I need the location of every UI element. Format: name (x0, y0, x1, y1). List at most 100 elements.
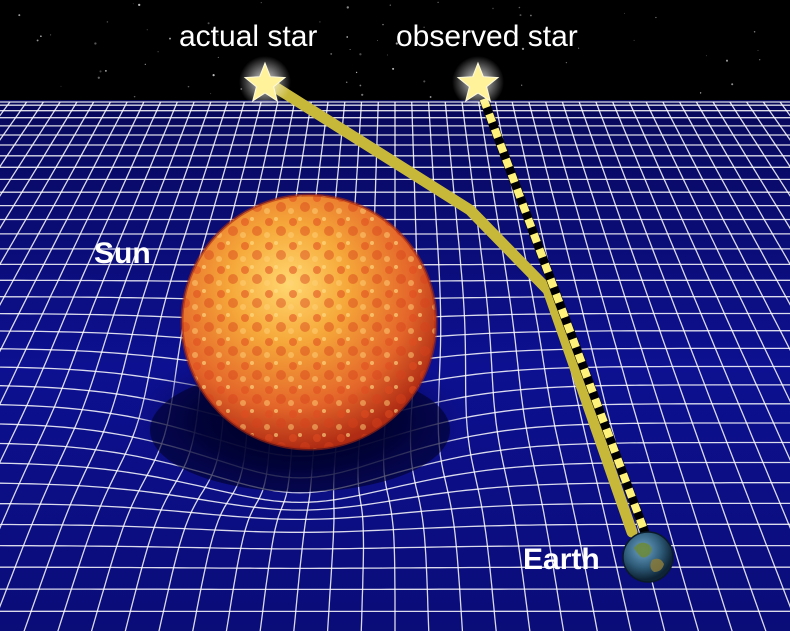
grid-line (645, 101, 790, 403)
background-star (731, 83, 734, 86)
grid-line (545, 101, 700, 631)
background-star (346, 36, 349, 38)
background-star (521, 47, 525, 51)
background-star (144, 63, 146, 65)
background-star (60, 85, 62, 87)
background-star (475, 38, 478, 41)
background-star (187, 85, 190, 88)
grid-line (0, 101, 178, 530)
background-star (157, 51, 159, 53)
background-star (753, 31, 756, 33)
grid-line (729, 101, 790, 197)
background-star (359, 53, 362, 56)
bent-light-path (261, 76, 638, 538)
grid-line (628, 101, 790, 462)
background-star (359, 84, 362, 87)
grid-line (612, 101, 790, 530)
background-star (319, 21, 321, 23)
apparent-light-path (474, 82, 654, 548)
grid-line (444, 101, 497, 631)
sky (0, 0, 790, 102)
background-star (97, 76, 100, 79)
grid-line (0, 101, 78, 230)
background-star (40, 35, 42, 37)
background-star (260, 2, 262, 4)
actual-star-icon (239, 56, 291, 108)
background-star (623, 12, 626, 14)
background-star (462, 42, 464, 44)
background-star (105, 70, 107, 72)
background-star (429, 96, 432, 98)
grid-line (0, 101, 111, 307)
background-star (705, 55, 707, 57)
sun-sphere (180, 193, 438, 451)
background-star (106, 21, 109, 23)
grid-line (561, 101, 733, 631)
background-star (330, 52, 333, 55)
background-star (633, 39, 635, 41)
background-star (759, 59, 761, 61)
background-star (138, 3, 141, 7)
earth-globe (622, 531, 674, 583)
background-star (132, 3, 134, 5)
grid-line (662, 101, 790, 352)
background-star (518, 6, 521, 9)
grid-line (0, 101, 145, 406)
grid-line (0, 101, 162, 464)
background-starfield (18, 1, 761, 98)
background-star (416, 40, 418, 42)
grid-line (57, 101, 229, 631)
background-star (389, 4, 391, 6)
background-star (133, 95, 136, 98)
background-star (355, 71, 358, 74)
background-star (437, 1, 439, 4)
background-star (464, 39, 467, 41)
observed-star-label: observed star (396, 20, 578, 53)
grid-line (478, 101, 565, 631)
background-star (50, 34, 52, 36)
background-star (207, 22, 210, 25)
grid-line (0, 101, 128, 353)
background-star (146, 29, 148, 31)
background-star (386, 54, 388, 56)
background-star (210, 93, 212, 95)
background-star (395, 42, 398, 45)
background-star (377, 40, 379, 42)
observed-star-icon (452, 56, 504, 108)
background-star (492, 7, 494, 10)
background-star (565, 61, 568, 64)
grid-line (679, 101, 790, 306)
background-star (519, 14, 522, 17)
background-star (36, 39, 39, 42)
background-star (345, 81, 348, 83)
background-star (18, 14, 21, 17)
background-star (346, 6, 349, 9)
grid-line (0, 101, 95, 266)
background-star (578, 47, 580, 49)
grid-line (595, 101, 790, 608)
grid-line (461, 101, 531, 631)
actual-star-label: actual star (179, 20, 318, 53)
background-star (382, 23, 384, 26)
grid-line (0, 101, 61, 197)
grid-line (494, 101, 598, 631)
background-star (217, 33, 219, 36)
background-star (431, 31, 433, 33)
background-star (169, 37, 171, 40)
background-star (423, 80, 426, 83)
sun-label: Sun (94, 237, 151, 270)
background-star (361, 93, 364, 96)
background-star (349, 49, 351, 51)
background-star (99, 70, 102, 73)
background-star (94, 42, 97, 45)
background-star (521, 84, 523, 86)
background-star (655, 16, 657, 19)
grid-line (695, 101, 790, 266)
background-star (277, 33, 279, 35)
earth-label: Earth (523, 543, 600, 576)
grid-line (712, 101, 790, 230)
background-star (725, 59, 729, 62)
grid-line (23, 101, 212, 631)
